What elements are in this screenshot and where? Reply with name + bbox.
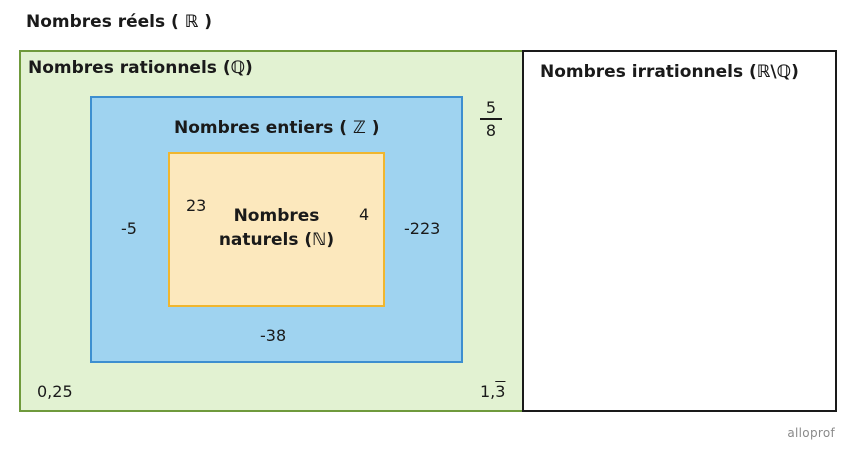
irrational-set-label: Nombres irrationnels (ℝ\ℚ)	[540, 62, 799, 82]
irrational-numbers-set	[522, 50, 837, 412]
fraction-bar	[480, 118, 502, 120]
fraction-numerator: 5	[485, 98, 497, 117]
naturals-set-label: Nombres naturels (ℕ)	[170, 204, 383, 252]
alloprof-logo: alloprof	[787, 426, 835, 440]
rational-element-decimal: 0,25	[37, 382, 73, 401]
natural-element: 23	[186, 196, 207, 215]
integer-element: -223	[404, 219, 441, 238]
integers-set-label: Nombres entiers ( ℤ )	[174, 118, 380, 138]
naturals-label-line2: naturels (ℕ)	[218, 230, 335, 250]
integer-element: -5	[121, 219, 137, 238]
fraction-denominator: 8	[485, 121, 497, 140]
naturals-label-line1: Nombres	[233, 206, 320, 226]
repeating-digit: 3	[495, 382, 506, 401]
integer-element: -38	[260, 326, 287, 345]
rational-set-label: Nombres rationnels (ℚ)	[28, 58, 253, 78]
page-title: Nombres réels ( ℝ )	[26, 12, 213, 32]
fraction-five-eighths: 5 8	[480, 98, 502, 140]
natural-element: 4	[359, 205, 370, 224]
natural-numbers-set	[168, 152, 385, 307]
rational-element-repeating: 1,3	[480, 382, 505, 401]
repeating-integer-part: 1,	[480, 382, 496, 401]
